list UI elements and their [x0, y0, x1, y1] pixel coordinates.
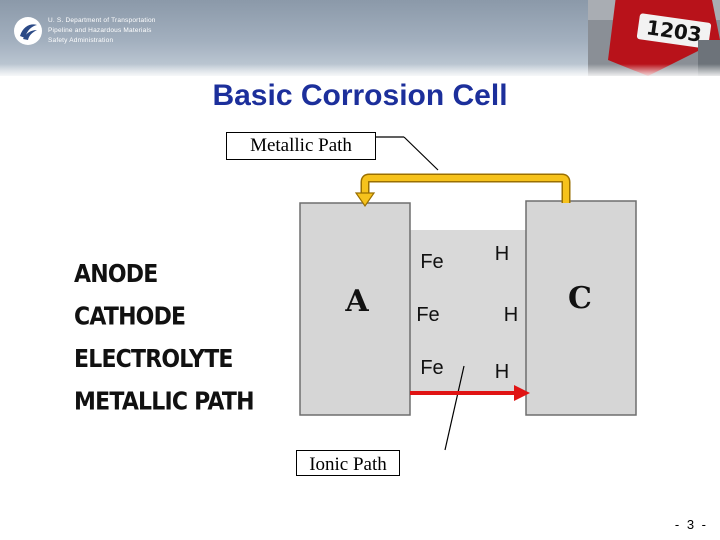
ionic-leader-line: [444, 365, 465, 451]
metallic-arrow-head-icon: [354, 192, 376, 208]
slide-title: Basic Corrosion Cell: [212, 79, 508, 112]
header-fade: [0, 64, 720, 76]
metallic-path-label: Metallic Path: [226, 132, 376, 160]
metallic-path-arrow: [360, 173, 571, 203]
hazmat-placard-image: 1203: [588, 0, 720, 76]
anode-letter: A: [344, 284, 369, 319]
iron-label: Fe: [420, 357, 443, 379]
ionic-path-label: Ionic Path: [296, 450, 400, 476]
iron-label: Fe: [416, 304, 439, 326]
term-metallic-path: METALLIC PATH: [74, 388, 255, 417]
dot-logo-icon: [14, 17, 42, 45]
header-banner: U. S. Department of Transportation Pipel…: [0, 0, 720, 76]
iron-label: Fe: [420, 251, 443, 273]
cathode-electrode: [525, 200, 637, 416]
term-anode: ANODE: [74, 260, 158, 289]
term-cathode: CATHODE: [74, 303, 186, 332]
agency-line: Safety Administration: [48, 37, 114, 44]
hydrogen-label: H: [495, 243, 509, 265]
electrolyte: [410, 230, 526, 392]
terms-list: ANODE CATHODE ELECTROLYTE METALLIC PATH: [74, 254, 255, 424]
agency-name: U. S. Department of Transportation Pipel…: [48, 16, 156, 46]
term-electrolyte: ELECTROLYTE: [74, 345, 233, 374]
anode-electrode: [299, 202, 411, 416]
cathode-letter: C: [568, 281, 592, 316]
page-number: - 3 -: [674, 517, 708, 532]
ionic-arrow-head-icon: [514, 385, 530, 401]
hydrogen-label: H: [495, 361, 509, 383]
hydrogen-label: H: [504, 304, 518, 326]
agency-line: U. S. Department of Transportation: [48, 17, 156, 24]
agency-line: Pipeline and Hazardous Materials: [48, 27, 152, 34]
